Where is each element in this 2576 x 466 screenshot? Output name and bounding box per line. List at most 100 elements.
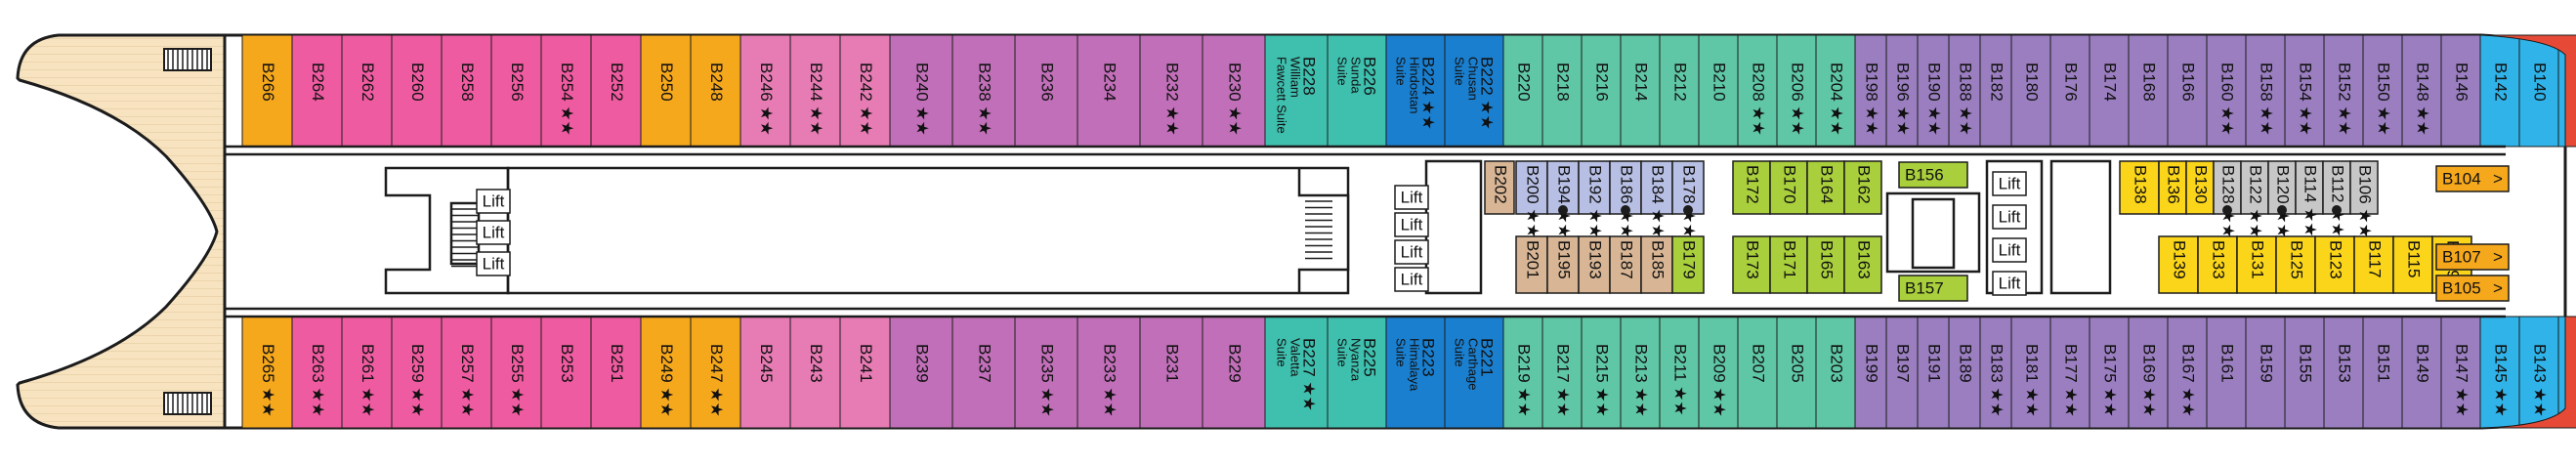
cabin-b148[interactable]: B148 ★★ — [2401, 34, 2442, 148]
cabin-b133[interactable]: B133 — [2197, 235, 2238, 294]
cabin-b189[interactable]: B189 — [1948, 316, 1981, 429]
cabin-b184[interactable]: B184 ★★ — [1640, 160, 1673, 238]
cabin-b213[interactable]: B213 ★★ — [1620, 316, 1661, 429]
cabin-b256[interactable]: B256 — [490, 34, 542, 148]
cabin-b160[interactable]: B160 ★★ — [2206, 34, 2247, 148]
cabin-b142[interactable]: B142 — [2479, 34, 2520, 148]
cabin-b258[interactable]: B258 — [441, 34, 492, 148]
cabin-b255[interactable]: B255 ★★ — [490, 316, 542, 429]
cabin-b202[interactable]: B202 — [1484, 160, 1515, 215]
cabin-b149[interactable]: B149 — [2401, 316, 2442, 429]
cabin-b235[interactable]: B235 ★★ — [1014, 316, 1078, 429]
cabin-b169[interactable]: B169 ★★ — [2128, 316, 2169, 429]
cabin-b216[interactable]: B216 — [1581, 34, 1622, 148]
cabin-b106[interactable]: B106 ★★ — [2349, 160, 2379, 238]
cabin-b131[interactable]: B131 — [2236, 235, 2277, 294]
cabin-b200[interactable]: B200 ★★ — [1515, 160, 1548, 238]
cabin-b246[interactable]: B246 ★★ — [739, 34, 791, 148]
cabin-b130[interactable]: B130 — [2185, 160, 2215, 215]
cabin-b242[interactable]: B242 ★★ — [839, 34, 891, 148]
cabin-b192[interactable]: B192 ★★ — [1578, 160, 1611, 238]
cabin-b175[interactable]: B175 ★★ — [2089, 316, 2130, 429]
cabin-b145[interactable]: B145 ★★ — [2479, 316, 2520, 429]
cabin-b181[interactable]: B181 ★★ — [2010, 316, 2051, 429]
cabin-b259[interactable]: B259 ★★ — [391, 316, 443, 429]
cabin-b234[interactable]: B234 — [1077, 34, 1141, 148]
cabin-b263[interactable]: B263 ★★ — [291, 316, 343, 429]
cabin-b138[interactable]: B138 — [2119, 160, 2160, 215]
cabin-b197[interactable]: B197 — [1885, 316, 1919, 429]
cabin-b162[interactable]: B162 — [1843, 160, 1882, 215]
cabin-b249[interactable]: B249 ★★ — [640, 316, 692, 429]
cabin-b114[interactable]: B114 ★★ — [2295, 160, 2324, 237]
cabin-b229[interactable]: B229 — [1202, 316, 1266, 429]
cabin-b232[interactable]: B232 ★★ — [1139, 34, 1204, 148]
cabin-b168[interactable]: B168 — [2128, 34, 2169, 148]
cabin-b155[interactable]: B155 — [2284, 316, 2325, 429]
cabin-b187[interactable]: B187 — [1609, 235, 1642, 294]
cabin-b194[interactable]: B194 ★★ — [1546, 160, 1580, 238]
cabin-b214[interactable]: B214 — [1620, 34, 1661, 148]
cabin-b195[interactable]: B195 — [1546, 235, 1580, 294]
cabin-b237[interactable]: B237 — [951, 316, 1016, 429]
cabin-b150[interactable]: B150 ★★ — [2362, 34, 2403, 148]
cabin-b231[interactable]: B231 — [1139, 316, 1204, 429]
cabin-b203[interactable]: B203 — [1815, 316, 1856, 429]
cabin-b117[interactable]: B117 — [2353, 235, 2394, 294]
cabin-b253[interactable]: B253 — [540, 316, 592, 429]
cabin-b159[interactable]: B159 — [2245, 316, 2286, 429]
cabin-b179[interactable]: B179 — [1671, 235, 1705, 294]
cabin-b198[interactable]: B198 ★★ — [1854, 34, 1887, 148]
cabin-b233[interactable]: B233 ★★ — [1077, 316, 1141, 429]
cabin-b166[interactable]: B166 — [2167, 34, 2208, 148]
cabin-b211[interactable]: B211 ★★ — [1659, 316, 1700, 429]
cabin-b215[interactable]: B215 ★★ — [1581, 316, 1622, 429]
cabin-b204[interactable]: B204 ★★ — [1815, 34, 1856, 148]
cabin-b251[interactable]: B251 — [590, 316, 642, 429]
cabin-b205[interactable]: B205 — [1776, 316, 1817, 429]
cabin-b171[interactable]: B171 — [1769, 235, 1808, 294]
cabin-b174[interactable]: B174 — [2089, 34, 2130, 148]
cabin-b262[interactable]: B262 — [341, 34, 393, 148]
cabin-b243[interactable]: B243 — [789, 316, 841, 429]
cabin-b196[interactable]: B196 ★★ — [1885, 34, 1919, 148]
cabin-b146[interactable]: B146 — [2440, 34, 2481, 148]
cabin-b147[interactable]: B147 ★★ — [2440, 316, 2481, 429]
cabin-b257[interactable]: B257 ★★ — [441, 316, 492, 429]
cabin-b252[interactable]: B252 — [590, 34, 642, 148]
cabin-b264[interactable]: B264 — [291, 34, 343, 148]
cabin-b176[interactable]: B176 — [2049, 34, 2090, 148]
cabin-b230[interactable]: B230 ★★ — [1202, 34, 1266, 148]
cabin-b139[interactable]: B139 — [2158, 235, 2199, 294]
cabin-b104[interactable]: B104> — [2435, 165, 2510, 192]
suite-b101[interactable]: B101PantrySuite — [2480, 316, 2576, 429]
cabin-b236[interactable]: B236 — [1014, 34, 1078, 148]
cabin-b191[interactable]: B191 — [1917, 316, 1950, 429]
cabin-b248[interactable]: B248 — [690, 34, 741, 148]
cabin-b180[interactable]: B180 — [2010, 34, 2051, 148]
cabin-b140[interactable]: B140 — [2518, 34, 2559, 148]
cabin-b201[interactable]: B201 — [1515, 235, 1548, 294]
cabin-b238[interactable]: B238 ★★ — [951, 34, 1016, 148]
cabin-b244[interactable]: B244 ★★ — [789, 34, 841, 148]
cabin-b218[interactable]: B218 — [1541, 34, 1583, 148]
cabin-b260[interactable]: B260 — [391, 34, 443, 148]
cabin-b154[interactable]: B154 ★★ — [2284, 34, 2325, 148]
cabin-b193[interactable]: B193 — [1578, 235, 1611, 294]
cabin-b152[interactable]: B152 ★★ — [2323, 34, 2364, 148]
suite-b100[interactable]: B100LuxurySuite — [2480, 34, 2576, 148]
cabin-b185[interactable]: B185 — [1640, 235, 1673, 294]
cabin-b164[interactable]: B164 — [1806, 160, 1845, 215]
cabin-b173[interactable]: B173 — [1732, 235, 1771, 294]
cabin-b178[interactable]: B178 ★★ — [1671, 160, 1705, 238]
cabin-b206[interactable]: B206 ★★ — [1776, 34, 1817, 148]
cabin-b136[interactable]: B136 — [2158, 160, 2187, 215]
cabin-b125[interactable]: B125 — [2275, 235, 2316, 294]
cabin-b123[interactable]: B123 — [2314, 235, 2355, 294]
cabin-b240[interactable]: B240 ★★ — [889, 34, 953, 148]
